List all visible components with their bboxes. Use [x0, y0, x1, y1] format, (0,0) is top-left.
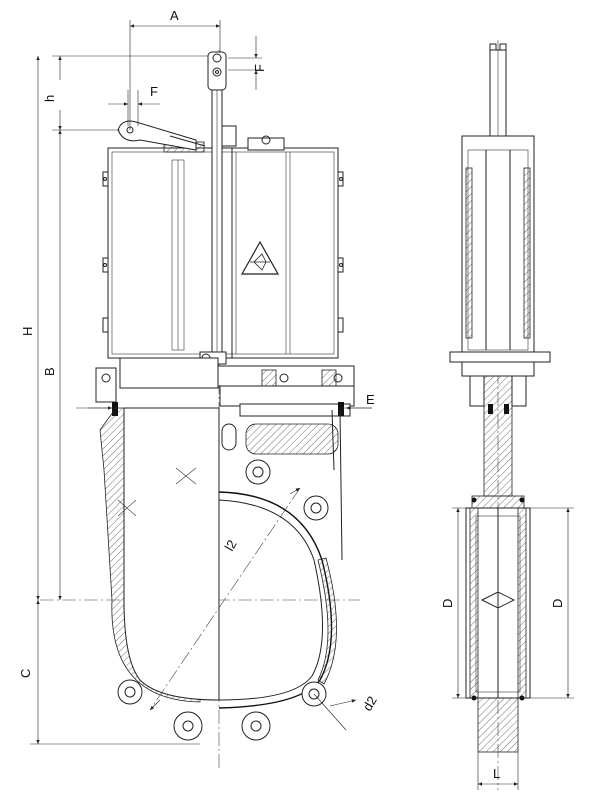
- valve-stem: [199, 51, 237, 365]
- dim-label-C: C: [18, 669, 33, 678]
- dim-label-d2: d2: [360, 693, 380, 713]
- dim-label-L: L: [493, 766, 500, 781]
- actuator-housing: [102, 135, 344, 359]
- bonnet: [95, 357, 355, 455]
- dim-label-B: B: [42, 367, 57, 376]
- dim-label-E: E: [366, 392, 375, 407]
- dim-label-l2: l2: [222, 537, 240, 553]
- cross-markers: [117, 467, 197, 517]
- hand-lever: [117, 120, 206, 151]
- dim-label-F-left: F: [150, 84, 158, 99]
- front-view: [40, 50, 360, 770]
- bolt-circle-diagonal: [149, 487, 301, 711]
- dim-label-h: h: [42, 95, 57, 102]
- dim-label-H: H: [20, 327, 35, 336]
- dimension-lines: [30, 20, 574, 790]
- dim-label-F-top: F: [252, 64, 267, 72]
- dim-label-D-left: D: [440, 599, 455, 608]
- valve-body: [99, 407, 343, 741]
- pinch-hazard-warning-icon: [240, 240, 280, 275]
- dim-label-A: A: [170, 8, 179, 23]
- dim-label-D-right: D: [550, 599, 565, 608]
- side-view: [449, 40, 551, 790]
